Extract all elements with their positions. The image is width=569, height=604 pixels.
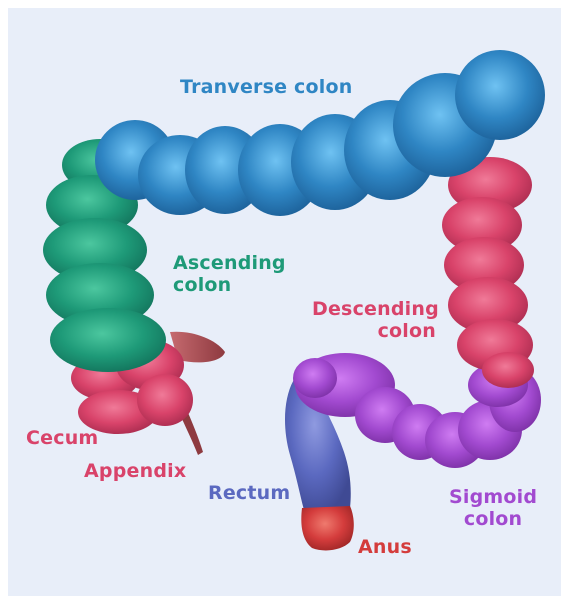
label-descending-line-1: Descending <box>312 298 436 320</box>
anus-shape <box>301 506 353 550</box>
label-anus: Anus <box>358 536 412 558</box>
label-descending-line-2: colon <box>312 320 436 342</box>
label-ascending-line-2: colon <box>173 274 286 296</box>
label-ascending-colon: Ascending colon <box>173 252 286 296</box>
label-sigmoid-line-1: Sigmoid <box>449 486 537 508</box>
label-descending-colon: Descending colon <box>312 298 436 342</box>
label-transverse-colon: Tranverse colon <box>180 76 352 98</box>
label-rectum: Rectum <box>208 482 290 504</box>
label-appendix: Appendix <box>84 460 186 482</box>
label-sigmoid-colon: Sigmoid colon <box>449 486 537 530</box>
descending-colon-shape <box>442 157 534 388</box>
label-cecum: Cecum <box>26 427 98 449</box>
label-sigmoid-line-2: colon <box>449 508 537 530</box>
label-ascending-line-1: Ascending <box>173 252 286 274</box>
